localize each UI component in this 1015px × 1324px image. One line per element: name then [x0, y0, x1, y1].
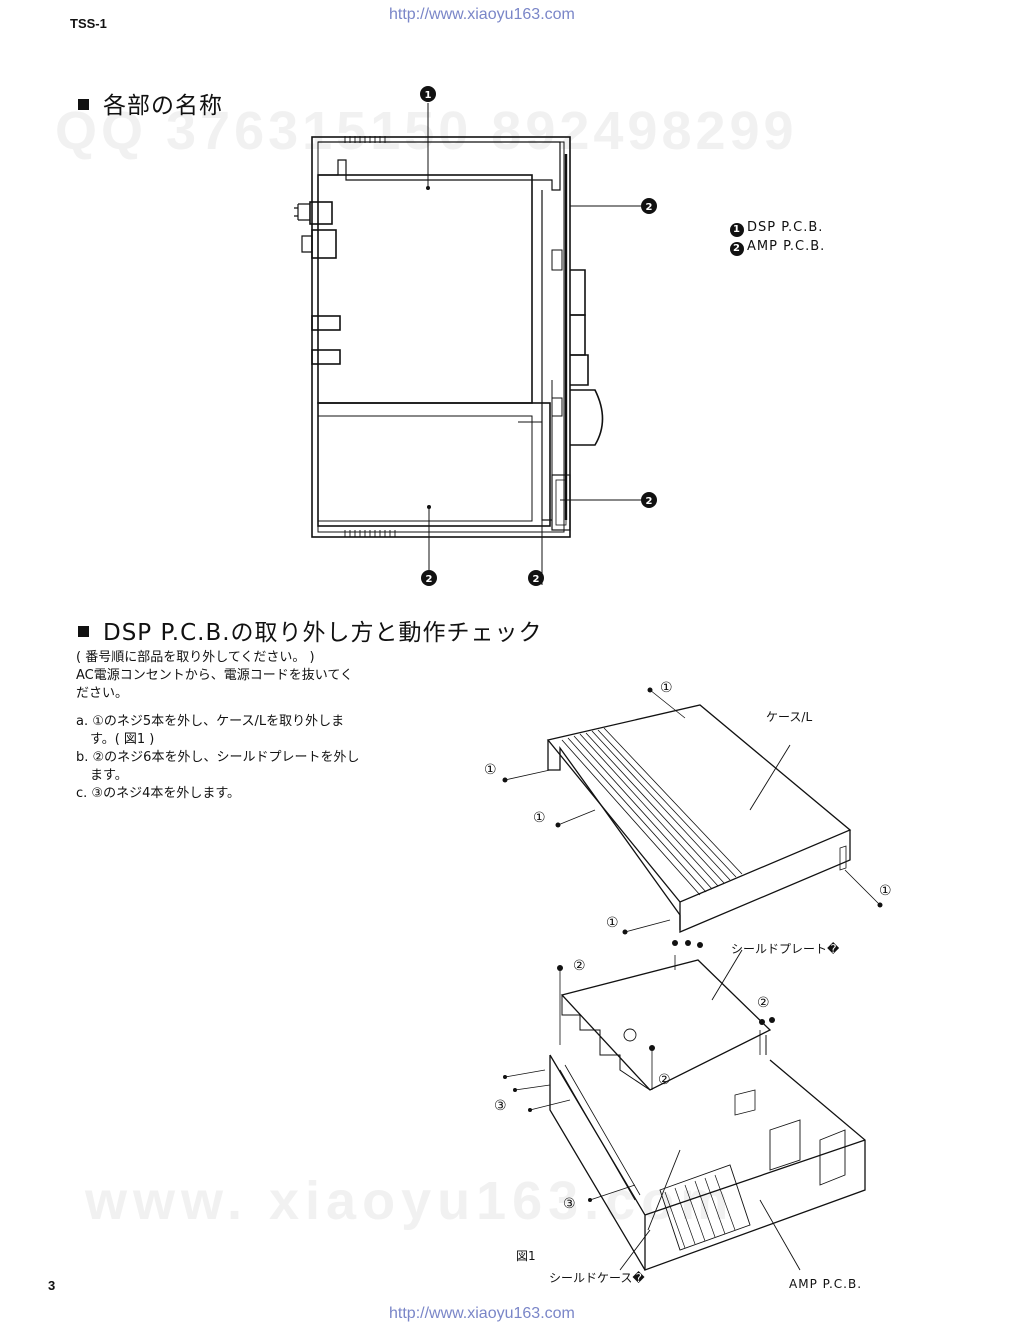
page-number: 3: [48, 1278, 56, 1293]
step-a: a. ①のネジ5本を外し、ケース/Lを取り外しま す。( 図1 ): [76, 714, 345, 747]
watermark-site: www. xiaoyu163.com: [85, 1171, 735, 1231]
callout-2-right-icon: [641, 198, 657, 214]
screw-2-label: ②: [573, 958, 586, 974]
screw-1-label: ①: [484, 762, 497, 778]
callout-1-top-icon: [420, 86, 436, 102]
callout-label: 2: [426, 574, 433, 585]
url-bottom[interactable]: http://www.xiaoyu163.com: [389, 1305, 575, 1322]
screw-2-label: ②: [757, 995, 770, 1011]
screw-1-label: ①: [879, 883, 892, 899]
model-header: TSS-1: [70, 16, 107, 31]
number-2-icon: 2: [730, 242, 744, 256]
screw-1-label: ①: [660, 680, 673, 696]
shield-plate-label: シールドプレート�: [731, 942, 840, 956]
callout-label: 2: [533, 574, 540, 585]
section1-title-text: 各部の名称: [103, 93, 223, 119]
callout-2-bottom-icon: [528, 570, 544, 586]
callout-2-bottomright-icon: [641, 492, 657, 508]
unit-top-view-diagram: 1 2 2 2 2: [294, 86, 657, 586]
watermark-qq: QQ 376315150 892498299: [55, 101, 798, 161]
bullet-square-icon: [78, 626, 89, 637]
callout-label: 2: [646, 496, 653, 507]
intro-note: ( 番号順に部品を取り外してください。 ): [76, 650, 315, 665]
exploded-view-diagram: [502, 687, 883, 1271]
shield-case-label: シールドケース�: [549, 1271, 645, 1285]
instructions: ( 番号順に部品を取り外してください。 ) AC電源コンセントから、電源コードを…: [76, 649, 421, 803]
screw-1-label: ①: [533, 810, 546, 826]
screw-3-label: ③: [494, 1098, 507, 1114]
step-c: c. ③のネジ4本を外します。: [76, 786, 241, 801]
figure-label: 図1: [516, 1249, 536, 1263]
url-top[interactable]: http://www.xiaoyu163.com: [389, 6, 575, 23]
section2-title: DSP P.C.B.の取り外し方と動作チェック: [78, 613, 543, 647]
screw-1-label: ①: [606, 915, 619, 931]
callout-label: 2: [646, 202, 653, 213]
section2-title-text: DSP P.C.B.の取り外し方と動作チェック: [103, 620, 543, 646]
case-l-label: ケース/L: [766, 710, 813, 724]
intro-line: ださい。: [76, 686, 129, 701]
callout-2-bottom-icon: [421, 570, 437, 586]
screw-3-label: ③: [563, 1196, 576, 1212]
callout-label: 1: [425, 90, 432, 101]
section1-title: 各部の名称: [78, 86, 223, 120]
number-1-icon: 1: [730, 223, 744, 237]
bullet-square-icon: [78, 99, 89, 110]
intro-line: AC電源コンセントから、電源コードを抜いてく: [76, 668, 353, 683]
screw-2-label: ②: [658, 1072, 671, 1088]
step-b: b. ②のネジ6本を外し、シールドプレートを外し ます。: [76, 750, 360, 783]
amp-pcb-label: AMP P.C.B.: [789, 1277, 863, 1291]
